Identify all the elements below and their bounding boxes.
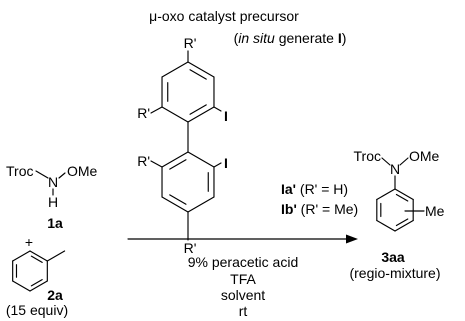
subtitle-open-paren: ( [234, 30, 239, 46]
lower-aryl-ring-double-bond [169, 159, 187, 170]
catalyst-header: μ-oxo catalyst precursor (in situ genera… [149, 8, 346, 46]
lower-aryl-ring-bond [161, 196, 189, 213]
iodine-upper: I [224, 108, 228, 124]
bond-to-upper-left-r [150, 106, 163, 114]
substituent-r-bottom: R' [184, 240, 197, 256]
toluene-ring-bond [29, 280, 48, 292]
bond-to-lower-left-r [150, 160, 163, 168]
nitrogen-atom: N [390, 161, 400, 177]
subtitle-close-paren: ) [342, 30, 347, 46]
upper-aryl-ring-double-bond [189, 69, 207, 80]
nitrogen-atom: N [48, 174, 58, 190]
toluene-ring-bond [12, 250, 31, 262]
upper-aryl-ring [161, 61, 215, 123]
product-aryl-ring-bond [394, 188, 414, 201]
methyl-group: Me [425, 203, 445, 219]
equivalents-note: (15 equiv) [6, 302, 68, 318]
upper-aryl-ring-bond [187, 106, 215, 123]
subtitle-catalyst-id: I [338, 30, 342, 46]
upper-aryl-ring-bond [161, 106, 189, 123]
catalyst-variant-label: Ia' [281, 181, 296, 197]
reaction-arrow [127, 234, 358, 244]
compound-label-2a: 2a [47, 287, 63, 303]
product-aryl-ring [376, 188, 414, 232]
reactant-2a: 2a (15 equiv) [6, 250, 68, 318]
subtitle-generate: generate [275, 30, 338, 46]
methoxy-group: OMe [409, 148, 440, 164]
compound-label-3aa: 3aa [381, 249, 405, 265]
methyl-bond [46, 250, 66, 262]
catalyst-variant-definition: (R' = H) [296, 181, 348, 197]
catalyst-subtitle: (in situ generate I) [234, 30, 347, 46]
lower-aryl-ring-double-bond [169, 194, 187, 205]
product-aryl-ring-bond [376, 219, 396, 232]
toluene-ring [12, 250, 48, 292]
product-aryl-ring-bond [394, 219, 414, 232]
toluene-ring-double-bond [30, 255, 43, 263]
bond-troc-n [381, 157, 391, 166]
lower-aryl-ring-bond [187, 196, 215, 213]
catalyst-variant-ia: Ia' (R' = H) [281, 181, 348, 197]
condition-temperature: rt [239, 303, 248, 319]
subtitle-in-situ: in situ [238, 30, 275, 46]
bond-troc-n [35, 170, 49, 179]
upper-aryl-ring-bond [161, 61, 189, 78]
iodine-lower: I [224, 155, 228, 171]
upper-aryl-ring-bond [187, 61, 215, 78]
hydrogen-atom: H [48, 194, 58, 210]
upper-aryl-ring-double-bond [189, 104, 207, 115]
reaction-conditions: 9% peracetic acid TFA solvent rt [188, 254, 299, 319]
compound-label-1a: 1a [47, 215, 63, 231]
regio-mixture-note: (regio-mixture) [349, 265, 440, 281]
product-aryl-ring-double-bond [395, 193, 409, 202]
product-3aa: Troc N OMe Me 3aa (regio-mixture) [349, 148, 444, 281]
bond-to-upper-iodine [213, 106, 222, 112]
condition-oxidant: 9% peracetic acid [188, 254, 299, 270]
lower-aryl-ring-bond [161, 151, 189, 168]
catalyst-variant-definition: (R' = Me) [297, 201, 358, 217]
lower-aryl-ring-bond [187, 151, 215, 168]
troc-group: Troc [6, 163, 33, 179]
bond-n-o [399, 157, 409, 166]
reactant-1a: Troc N OMe H 1a [6, 163, 98, 231]
bond-n-o [58, 172, 66, 179]
catalyst-variant-ib: Ib' (R' = Me) [281, 201, 358, 217]
toluene-ring-bond [29, 250, 48, 262]
troc-group: Troc [354, 148, 381, 164]
substituent-r-top: R' [184, 35, 197, 51]
product-aryl-ring-bond [376, 188, 396, 201]
methoxy-group: OMe [67, 163, 98, 179]
substituent-r-upper-left: R' [137, 105, 150, 121]
product-aryl-ring-double-bond [395, 218, 409, 227]
catalyst-title: μ-oxo catalyst precursor [149, 8, 299, 24]
plus-sign: + [25, 234, 33, 250]
catalyst-variants: Ia' (R' = H) Ib' (R' = Me) [281, 181, 358, 217]
substituent-r-lower-left: R' [137, 153, 150, 169]
arrow-head [346, 234, 358, 244]
catalyst-precursor-structure: R' R' I R' I R' [137, 35, 228, 256]
toluene-ring-double-bond [30, 279, 43, 287]
condition-solvent: solvent [221, 287, 265, 303]
catalyst-variant-label: Ib' [281, 201, 297, 217]
condition-acid: TFA [230, 271, 256, 287]
lower-aryl-ring [161, 151, 215, 213]
bond-to-lower-iodine [213, 162, 222, 168]
toluene-ring-bond [12, 280, 31, 292]
